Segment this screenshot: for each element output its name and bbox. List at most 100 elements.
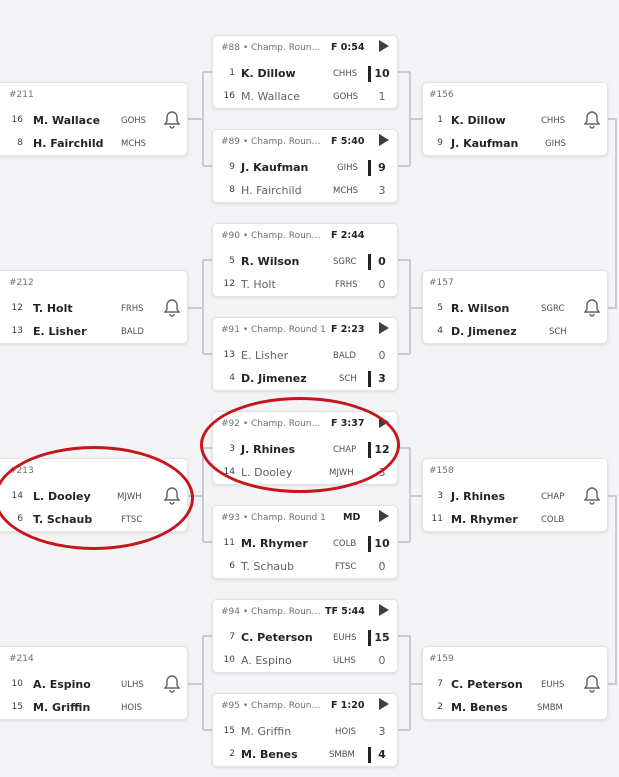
bell-icon[interactable] [583,298,601,318]
team-code: MCHS [333,186,359,196]
bout-card[interactable]: #88 • Champ. Roun… F 0:54 1 K. Dillow CH… [212,35,398,109]
seed: 5 [229,256,235,266]
play-icon[interactable] [379,134,389,146]
seed: 7 [437,679,443,689]
play-icon[interactable] [379,322,389,334]
bout-status: F 2:23 [331,324,365,335]
seed: 6 [229,561,235,571]
seed: 15 [11,702,23,712]
bout-number: #158 [429,466,454,476]
team-code: BALD [333,351,356,361]
bout-card[interactable]: #91 • Champ. Round 1 F 2:23 13 E. Lisher… [212,317,398,391]
wrestler-name: K. Dillow [451,114,506,127]
seed: 10 [11,679,23,689]
bout-card[interactable]: #90 • Champ. Roun… F 2:44 5 R. Wilson SG… [212,223,398,297]
play-icon[interactable] [379,510,389,522]
winner-indicator [368,66,371,82]
bout-status: F 5:40 [331,136,365,147]
wrestler-name: T. Holt [241,278,276,291]
team-code: ULHS [333,656,356,666]
wrestler-name: J. Kaufman [241,161,309,174]
bell-icon[interactable] [163,298,181,318]
winner-indicator [368,536,371,552]
wrestler-name: R. Wilson [241,255,300,268]
seed: 16 [223,91,235,101]
wrestler-name: K. Dillow [241,67,296,80]
bout-card[interactable]: #157 5 R. Wilson SGRC 4 D. Jimenez SCH [422,270,608,344]
wrestler-name: T. Holt [33,302,73,315]
bout-number: #159 [429,654,454,664]
wrestler-name: J. Rhines [451,490,506,503]
team-code: SGRC [333,257,357,267]
score: 3 [378,184,386,197]
bout-card[interactable]: #212 12 T. Holt FRHS 13 E. Lisher BALD [0,270,188,344]
bout-card[interactable]: #93 • Champ. Round 1 MD 11 M. Rhymer COL… [212,505,398,579]
seed: 8 [229,185,235,195]
team-code: GOHS [121,116,147,126]
bout-title: #88 • Champ. Roun… [221,43,321,53]
team-code: EUHS [333,633,357,643]
seed: 10 [223,655,235,665]
play-icon[interactable] [379,40,389,52]
bell-icon[interactable] [163,110,181,130]
team-code: HOIS [335,727,356,737]
team-code: COLB [333,539,357,549]
seed: 1 [229,68,235,78]
wrestler-name: C. Peterson [241,631,313,644]
seed: 4 [229,373,235,383]
seed: 2 [437,702,443,712]
winner-indicator [368,254,371,270]
wrestler-name: D. Jimenez [241,372,307,385]
team-code: GOHS [333,92,359,102]
bell-icon[interactable] [583,674,601,694]
score: 1 [378,90,386,103]
team-code: FRHS [121,304,144,314]
seed: 15 [223,726,235,736]
team-code: SMBM [537,703,563,713]
bell-icon[interactable] [583,110,601,130]
wrestler-name: T. Schaub [241,560,295,573]
bout-card[interactable]: #159 7 C. Peterson EUHS 2 M. Benes SMBM [422,646,608,720]
seed: 11 [431,514,443,524]
team-code: CHHS [541,116,566,126]
winner-indicator [368,747,371,763]
play-icon[interactable] [379,698,389,710]
wrestler-name: M. Wallace [33,114,101,127]
seed: 1 [437,115,443,125]
bout-status: F 0:54 [331,42,365,53]
bout-card[interactable]: #156 1 K. Dillow CHHS 9 J. Kaufman GIHS [422,82,608,156]
bout-number: #214 [9,654,34,664]
score: 9 [378,161,386,174]
bell-icon[interactable] [583,486,601,506]
team-code: COLB [541,515,565,525]
bout-status: F 1:20 [331,700,365,711]
bout-card[interactable]: #214 10 A. Espino ULHS 15 M. Griffin HOI… [0,646,188,720]
wrestler-name: H. Fairchild [33,137,104,150]
bout-title: #94 • Champ. Roun… [221,607,321,617]
score: 4 [378,748,386,761]
team-code: SCH [339,374,357,384]
score: 3 [378,725,386,738]
score: 3 [378,372,386,385]
winner-indicator [368,371,371,387]
score: 0 [378,654,386,667]
bout-title: #89 • Champ. Roun… [221,137,321,147]
wrestler-name: A. Espino [33,678,91,691]
winner-indicator [368,160,371,176]
bell-icon[interactable] [163,674,181,694]
bout-card[interactable]: #94 • Champ. Roun… TF 5:44 7 C. Peterson… [212,599,398,673]
score: 0 [378,255,386,268]
team-code: SMBM [329,750,355,760]
team-code: SGRC [541,304,565,314]
bout-card[interactable]: #158 3 J. Rhines CHAP 11 M. Rhymer COLB [422,458,608,532]
wrestler-name: M. Benes [451,701,508,714]
bout-title: #90 • Champ. Roun… [221,231,321,241]
score: 10 [374,537,390,550]
bout-card[interactable]: #211 16 M. Wallace GOHS 8 H. Fairchild M… [0,82,188,156]
seed: 4 [437,326,443,336]
bout-card[interactable]: #95 • Champ. Roun… F 1:20 15 M. Griffin … [212,693,398,767]
bout-card[interactable]: #89 • Champ. Roun… F 5:40 9 J. Kaufman G… [212,129,398,203]
team-code: GIHS [545,139,566,149]
play-icon[interactable] [379,604,389,616]
